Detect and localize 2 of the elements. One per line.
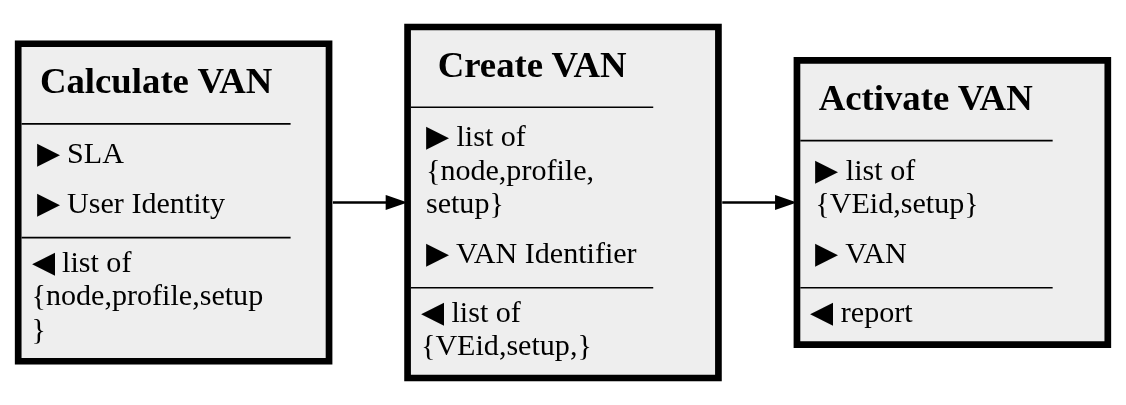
arrow [332,194,408,211]
arrow [722,194,797,211]
